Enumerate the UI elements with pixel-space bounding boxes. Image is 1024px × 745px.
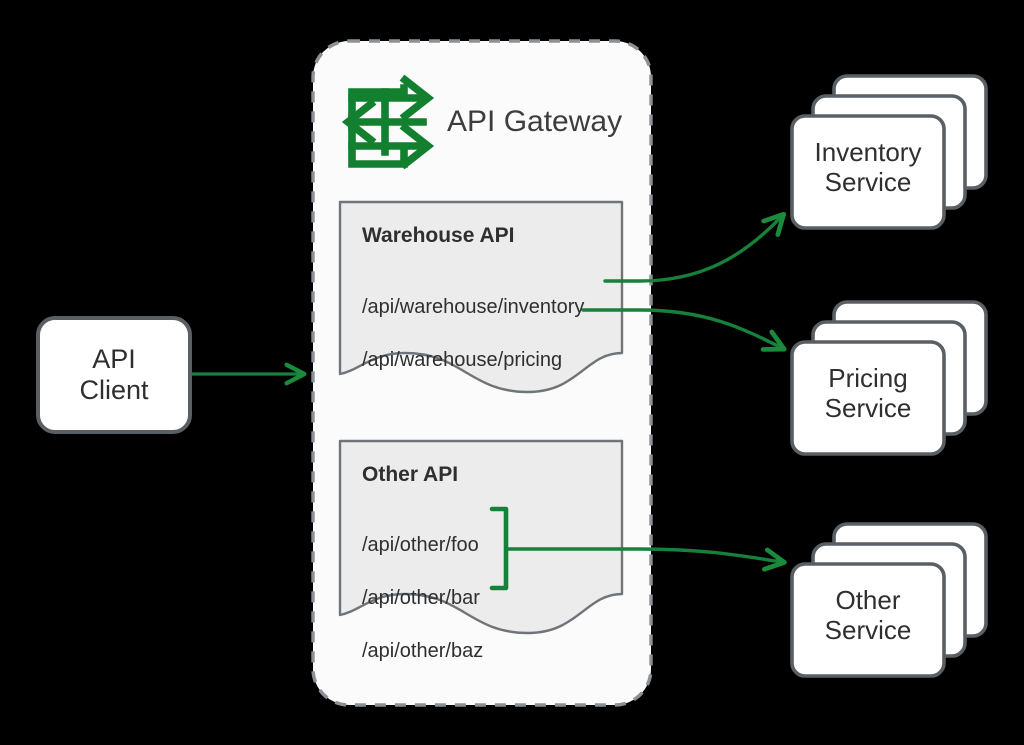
api-gateway-icon — [341, 74, 435, 170]
inventory-service-stack — [790, 74, 988, 230]
connector-other-route — [504, 547, 787, 572]
connector-pricing-route — [581, 308, 787, 352]
api-client-box — [36, 316, 192, 434]
warehouse-api-panel — [338, 200, 624, 394]
pricing-service-stack — [790, 300, 988, 456]
other-api-panel — [338, 439, 624, 635]
other-service-stack — [790, 522, 988, 678]
connector-inventory-route — [603, 211, 787, 283]
